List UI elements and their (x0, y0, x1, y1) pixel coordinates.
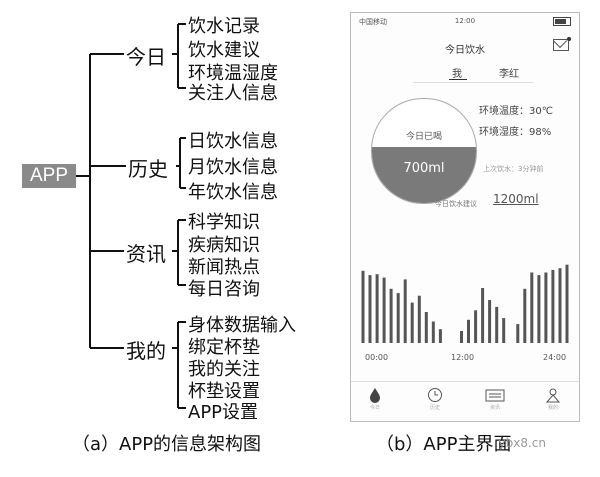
leaf-coaster-settings: 杯垫设置 (188, 381, 260, 402)
water-gauge-label: 今日已喝 (405, 132, 442, 142)
nav-today-label: 今日 (369, 405, 380, 411)
bar-29 (565, 264, 569, 343)
bar-14 (460, 331, 463, 343)
clock-icon (428, 388, 442, 402)
water-gauge-fill (372, 146, 476, 203)
mail-icon[interactable] (553, 39, 569, 51)
bar-9 (424, 312, 428, 343)
bar-2 (375, 274, 379, 343)
leaf-disease: 疾病知识 (188, 235, 260, 256)
group-today: 今日 (126, 45, 166, 69)
nav-divider (351, 381, 579, 382)
drop-icon (370, 388, 380, 403)
tree-connectors (76, 23, 186, 409)
person-icon (545, 388, 561, 403)
bar-1 (368, 275, 372, 343)
tab-active-indicator (449, 79, 467, 80)
leaf-app-settings: APP设置 (188, 402, 259, 423)
water-gauge: 今日已喝 700ml (371, 98, 477, 204)
group-history: 历史 (128, 157, 168, 181)
advice-label: 今日饮水建议 (435, 200, 477, 208)
battery-icon (553, 17, 571, 26)
leaf-bind-coaster: 绑定杯垫 (188, 337, 260, 358)
bar-16 (474, 310, 478, 343)
bar-group (361, 264, 569, 343)
bar-5 (396, 293, 400, 343)
watermark: ybx8.cn (498, 436, 546, 450)
status-time: 12:00 (454, 17, 476, 25)
last-drink-time: 上次饮水：3分钟前 (483, 165, 544, 173)
env-humidity: 环境湿度：98% (479, 127, 552, 138)
notification-dot (567, 37, 571, 41)
tree-root-app: APP (22, 164, 76, 188)
env-temperature: 环境温度：30℃ (479, 106, 553, 117)
leaf-env-temp-humidity: 环境温湿度 (188, 63, 278, 84)
bar-17 (481, 288, 485, 343)
nav-mine-label: 我的 (547, 405, 558, 411)
status-carrier: 中国移动 (359, 18, 387, 26)
leaf-hot-news: 新闻热点 (188, 257, 260, 278)
bar-4 (389, 288, 393, 343)
bar-11 (438, 329, 442, 343)
bar-23 (523, 288, 527, 343)
intake-bar-chart: 00:00 12:00 24:00 (361, 264, 569, 362)
leaf-science: 科学知识 (188, 212, 260, 233)
tab-lihong[interactable]: 李红 (499, 69, 519, 80)
leaf-drink-record: 饮水记录 (188, 16, 260, 37)
tab-divider (413, 82, 533, 83)
leaf-follower-info: 关注人信息 (188, 83, 278, 104)
group-news: 资讯 (126, 242, 166, 266)
bar-6 (403, 279, 407, 343)
bar-28 (558, 268, 562, 343)
leaf-daily-info: 日饮水信息 (188, 131, 278, 152)
leaf-drink-advice: 饮水建议 (188, 40, 260, 61)
nav-news[interactable]: 资讯 (475, 387, 515, 411)
bar-15 (467, 319, 470, 343)
tick-label-1: 12:00 (451, 353, 474, 362)
nav-today[interactable]: 今日 (355, 387, 395, 411)
bar-0 (361, 270, 365, 343)
leaf-daily-consult: 每日咨询 (188, 279, 260, 300)
leaf-monthly-info: 月饮水信息 (188, 157, 278, 178)
nav-history-label: 历史 (429, 405, 440, 411)
bar-10 (431, 321, 435, 343)
leaf-my-follows: 我的关注 (188, 359, 260, 380)
caption-a: （a）APP的信息架构图 (72, 434, 262, 455)
bar-18 (488, 300, 492, 343)
bar-27 (551, 269, 555, 343)
tab-me[interactable]: 我 (452, 69, 462, 80)
bar-7 (410, 302, 414, 343)
news-icon (485, 389, 505, 402)
tick-label-0: 00:00 (365, 353, 388, 362)
page-title: 今日饮水 (445, 45, 485, 56)
bar-8 (417, 295, 421, 343)
bar-25 (537, 275, 541, 343)
leaf-body-data: 身体数据输入 (188, 315, 296, 336)
leaf-yearly-info: 年饮水信息 (188, 182, 278, 203)
nav-history[interactable]: 历史 (415, 387, 455, 411)
architecture-tree: APP 今日 饮水记录 饮水建议 环境温湿度 关注人信息 历史 日饮水信息 月饮… (22, 16, 296, 423)
water-gauge-value: 700ml (403, 161, 445, 176)
caption-b: （b）APP主界面 (376, 434, 512, 455)
nav-mine[interactable]: 我的 (533, 387, 573, 411)
bar-26 (544, 272, 548, 343)
bar-20 (502, 318, 506, 343)
phone-mockup: 中国移动 12:00 今日饮水 我 李红 今日已喝 700ml 环境温度：30℃… (350, 12, 580, 422)
advice-value[interactable]: 1200ml (493, 192, 539, 206)
bar-3 (382, 277, 386, 343)
nav-news-label: 资讯 (489, 405, 500, 411)
bar-22 (516, 324, 520, 343)
group-mine: 我的 (126, 339, 166, 363)
bar-24 (530, 272, 534, 343)
bar-19 (495, 306, 499, 343)
tick-label-2: 24:00 (543, 353, 566, 362)
